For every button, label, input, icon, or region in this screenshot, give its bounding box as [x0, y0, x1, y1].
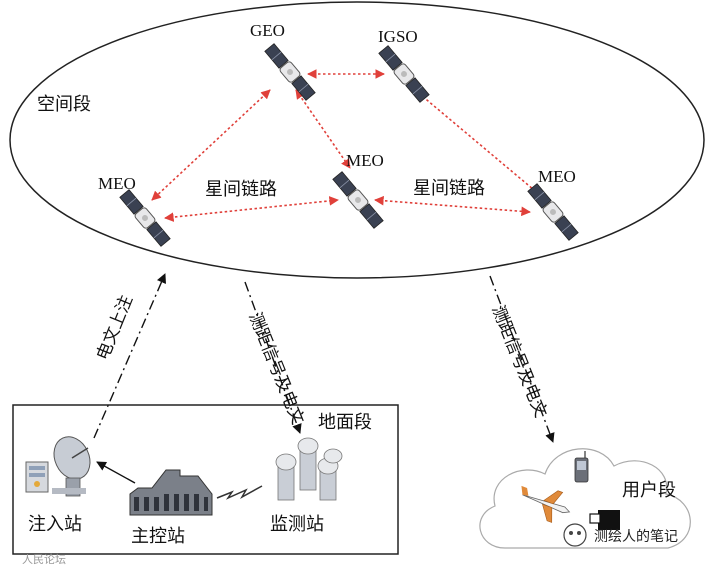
satellite-meo-left-icon — [118, 188, 172, 248]
satellite-meo-right-icon — [526, 182, 580, 242]
satellite-igso-icon — [377, 44, 431, 104]
mobile-phone-icon — [574, 451, 589, 483]
injection-station-icon — [25, 436, 91, 497]
monitor-station-label: 监测站 — [270, 514, 324, 535]
ground-segment-box — [12, 404, 399, 555]
space-segment-ellipse — [9, 1, 705, 279]
watermark-right-text: 测绘人的笔记 — [594, 529, 678, 545]
monitor-station-icon — [275, 437, 343, 501]
uplink-arrow — [93, 273, 166, 439]
isl-geo-meo-left — [151, 89, 271, 201]
meo-left-label: MEO — [98, 174, 136, 193]
isl-left-label: 星间链路 — [205, 179, 277, 200]
satellite-geo-icon — [263, 42, 317, 102]
ranging-to-monitor-arrow — [244, 281, 302, 434]
airplane-icon — [521, 485, 571, 523]
igso-label: IGSO — [378, 27, 418, 46]
master-control-station-icon — [129, 469, 213, 516]
watermark-left-text: 人民论坛 — [22, 553, 66, 566]
user-segment-label: 用户段 — [622, 480, 676, 501]
meo-right-label: MEO — [538, 167, 576, 186]
master-to-injection-arrow — [96, 461, 136, 484]
ranging-to-user-arrow — [489, 275, 555, 443]
isl-meo-left-center — [164, 196, 339, 222]
watermark-logo-icon — [563, 523, 587, 547]
wireless-link-icon — [216, 485, 263, 500]
meo-center-label: MEO — [346, 151, 384, 170]
isl-geo-meo-center — [295, 89, 351, 169]
isl-igso-meo-right — [414, 89, 541, 196]
master-station-label: 主控站 — [131, 526, 185, 547]
isl-right-label: 星间链路 — [413, 178, 485, 199]
user-segment-cloud — [479, 448, 691, 549]
space-segment-label: 空间段 — [37, 94, 91, 115]
geo-label: GEO — [250, 21, 285, 40]
isl-meo-center-right — [374, 195, 531, 217]
ground-segment-label: 地面段 — [318, 412, 372, 433]
injection-station-label: 注入站 — [28, 514, 82, 535]
receiver-device-icon — [589, 510, 620, 530]
